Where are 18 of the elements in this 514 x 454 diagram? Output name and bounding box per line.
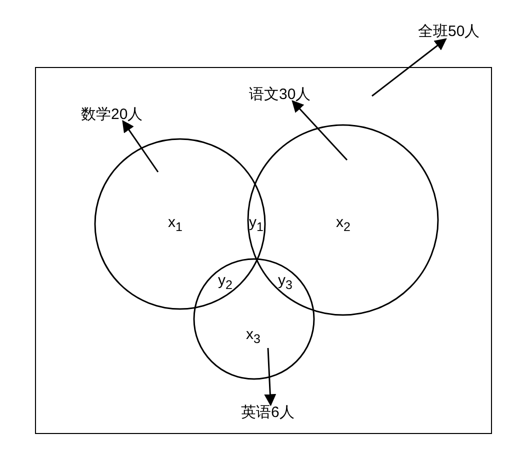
set-circle bbox=[193, 257, 315, 381]
region-variable: y$_{3}$ bbox=[278, 272, 292, 292]
set-circle bbox=[247, 124, 439, 316]
region-variable: y$_{1}$ bbox=[249, 214, 264, 234]
region-variable: y$_{2}$ bbox=[218, 272, 232, 292]
set-label: 数学20人 bbox=[81, 105, 157, 125]
region-variable: x$_{3}$ bbox=[246, 326, 260, 346]
frame-box bbox=[35, 67, 492, 434]
set-circle bbox=[94, 138, 266, 310]
set-label: 英语6人 bbox=[241, 403, 303, 423]
region-variable: x$_{2}$ bbox=[336, 214, 350, 234]
leader-arrow bbox=[372, 38, 447, 97]
leader-arrow bbox=[292, 100, 348, 160]
leader-arrow bbox=[122, 120, 159, 172]
set-label: 全班50人 bbox=[418, 22, 492, 42]
set-label: 语文30人 bbox=[249, 85, 325, 105]
leader-arrow bbox=[264, 348, 276, 406]
region-variable: x$_{1}$ bbox=[168, 214, 182, 234]
